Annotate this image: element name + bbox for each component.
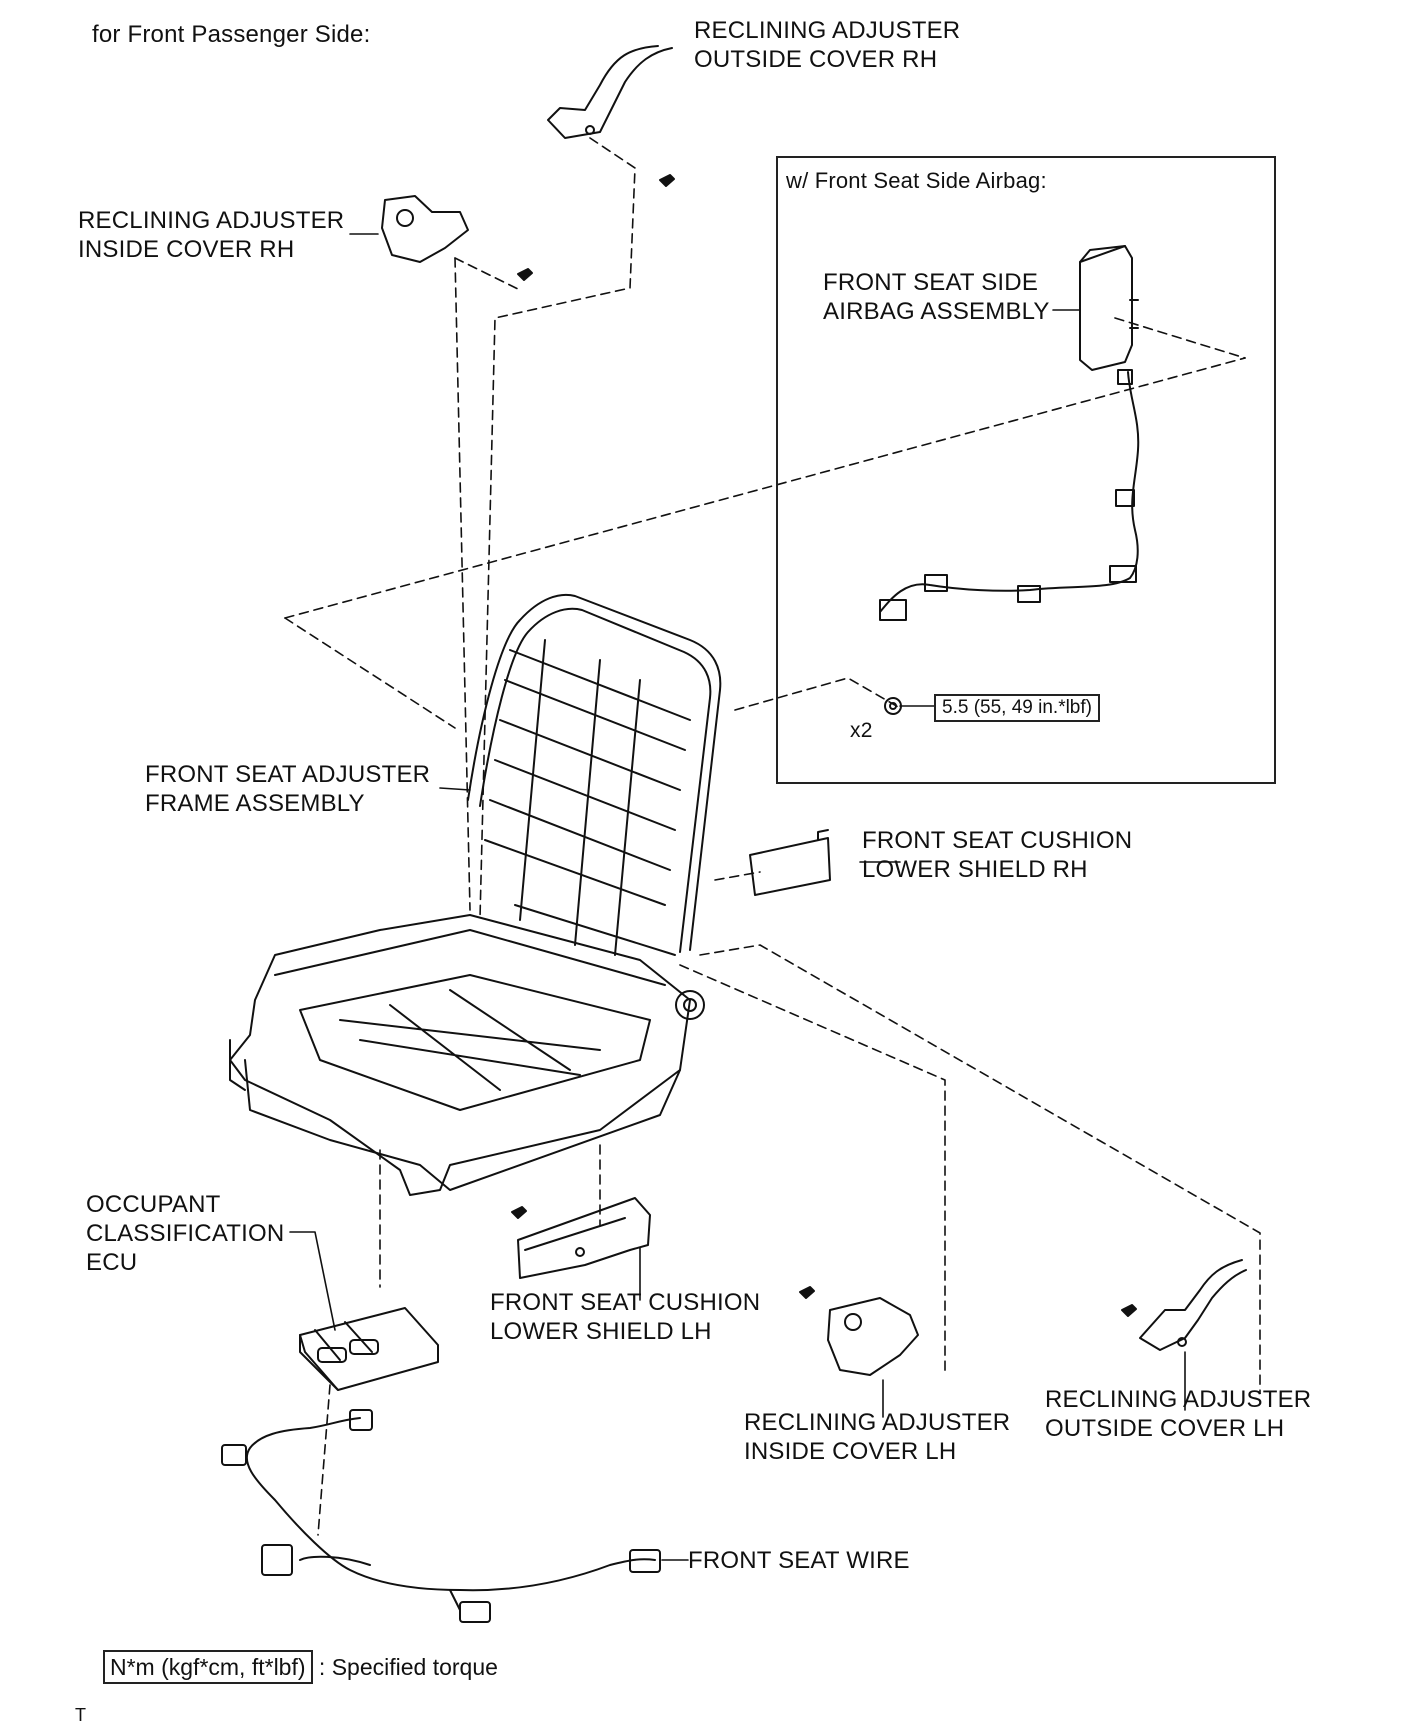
inside-cover-rh-part	[381, 195, 533, 281]
label-line: INSIDE COVER RH	[78, 236, 295, 263]
inside-cover-lh-part	[799, 1286, 919, 1376]
lower-shield-lh-part	[511, 1197, 651, 1279]
label-line: CLASSIFICATION	[86, 1220, 285, 1247]
label-line: ECU	[86, 1249, 138, 1276]
label-line: FRONT SEAT CUSHION	[490, 1289, 761, 1316]
label-side-airbag: FRONT SEAT SIDE AIRBAG ASSEMBLY	[823, 268, 1050, 326]
label-line: RECLINING ADJUSTER	[744, 1409, 1011, 1436]
ecu-part	[299, 1307, 439, 1391]
label-leaders	[289, 233, 1186, 1561]
label-line: OCCUPANT	[86, 1191, 221, 1218]
legend-unit-box: N*m (kgf*cm, ft*lbf)	[103, 1650, 313, 1684]
fastener-count: x2	[850, 719, 873, 742]
label-seat-wire: FRONT SEAT WIRE	[688, 1547, 910, 1574]
label-inside-cover-rh: RECLINING ADJUSTER INSIDE COVER RH	[78, 206, 344, 264]
section-heading: for Front Passenger Side:	[92, 21, 371, 48]
label-line: RECLINING ADJUSTER	[78, 207, 345, 234]
label-line: FRONT SEAT ADJUSTER	[145, 761, 431, 788]
label-lower-shield-lh: FRONT SEAT CUSHION LOWER SHIELD LH	[490, 1288, 760, 1346]
outside-cover-lh-part	[1121, 1259, 1247, 1351]
label-frame-assembly: FRONT SEAT ADJUSTER FRAME ASSEMBLY	[145, 760, 430, 818]
torque-legend: N*m (kgf*cm, ft*lbf) : Specified torque	[103, 1650, 498, 1684]
alignment-lines	[284, 137, 1261, 1536]
seat-cushion-frame	[229, 914, 705, 1196]
label-lower-shield-rh: FRONT SEAT CUSHION LOWER SHIELD RH	[862, 826, 1132, 884]
label-line: FRONT SEAT CUSHION	[862, 827, 1133, 854]
seat-back-frame	[467, 593, 722, 956]
side-airbag-part	[879, 245, 1140, 715]
label-line: FRONT SEAT SIDE	[823, 269, 1039, 296]
label-inside-cover-lh: RECLINING ADJUSTER INSIDE COVER LH	[744, 1408, 1010, 1466]
torque-spec-box: 5.5 (55, 49 in.*lbf)	[934, 694, 1100, 722]
label-line: INSIDE COVER LH	[744, 1438, 957, 1465]
label-line: RECLINING ADJUSTER	[1045, 1386, 1312, 1413]
label-line: AIRBAG ASSEMBLY	[823, 298, 1050, 325]
label-line: OUTSIDE COVER LH	[1045, 1415, 1285, 1442]
label-ecu: OCCUPANT CLASSIFICATION ECU	[86, 1190, 284, 1277]
label-line: OUTSIDE COVER RH	[694, 46, 938, 73]
label-outside-cover-lh: RECLINING ADJUSTER OUTSIDE COVER LH	[1045, 1385, 1311, 1443]
label-line: LOWER SHIELD RH	[862, 856, 1088, 883]
label-line: LOWER SHIELD LH	[490, 1318, 712, 1345]
lower-shield-rh-part	[749, 829, 831, 896]
side-airbag-inset	[776, 156, 1276, 784]
label-line: FRAME ASSEMBLY	[145, 790, 365, 817]
label-line: RECLINING ADJUSTER	[694, 17, 961, 44]
seat-wire-harness	[221, 1409, 661, 1623]
inset-title: w/ Front Seat Side Airbag:	[786, 168, 1047, 193]
legend-text: : Specified torque	[318, 1654, 498, 1680]
outside-cover-rh-part	[547, 45, 675, 187]
footer-mark: T	[75, 1705, 86, 1725]
label-outside-cover-rh: RECLINING ADJUSTER OUTSIDE COVER RH	[694, 16, 960, 74]
